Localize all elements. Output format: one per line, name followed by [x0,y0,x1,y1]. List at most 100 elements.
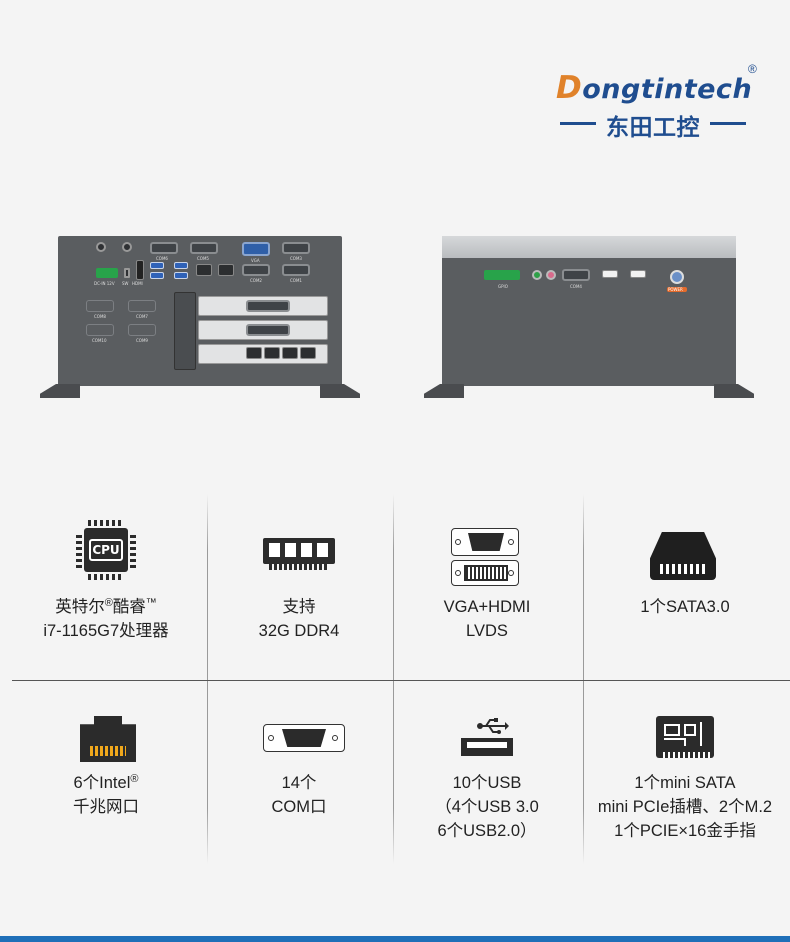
card-bracket-icon [174,292,196,370]
network-count: 6个Intel [73,774,131,792]
screw [455,539,461,545]
label-com1: COM1 [290,278,302,283]
device-chassis [442,236,736,386]
mounting-foot-left [40,384,80,398]
label-com2: COM2 [250,278,262,283]
card-contacts [660,752,710,758]
logo-chinese-row: 东田工控 [560,108,746,141]
logo-left-rule [560,122,596,125]
db25-port-icon [246,300,290,312]
feature-usb-line1: 10个USB [452,774,522,792]
ram-chip [285,543,296,557]
trademark: ™ [145,597,157,609]
dvi-connector [451,560,519,586]
cpu-pins-right [130,532,136,568]
logo-chinese: 东田工控 [606,115,700,141]
vga-connector [451,528,519,556]
feature-expansion: 1个mini SATA mini PCIe插槽、2个M.2 1个PCIE×16金… [587,714,783,854]
logo-registered-mark: ® [748,62,757,76]
vga-port-icon [242,242,270,256]
mounting-foot-right [714,384,754,398]
label-gpio: GPIO [498,284,508,289]
feature-usb-line2: （4个USB 3.0 [435,798,539,816]
drive-contacts [660,564,706,574]
db25-port-icon [246,324,290,336]
feature-expansion-line3: 1个PCIE×16金手指 [614,822,756,840]
antenna-port-icon [96,242,106,252]
label-com6: COM6 [156,256,168,261]
lan-port-icon [218,264,234,276]
mounting-foot-right [320,384,360,398]
usb-port-icon [602,270,618,278]
screw [332,735,338,741]
mounting-foot-left [424,384,464,398]
feature-expansion-line1: 1个mini SATA [634,774,736,792]
feature-usb: 10个USB （4个USB 3.0 6个USB2.0） [389,714,585,854]
label-sw: SW [122,281,129,286]
feature-usb-line3: 6个USB2.0） [437,822,537,840]
usb-port-slot [467,742,507,748]
label-com7: COM7 [136,314,148,319]
usb-port-icon [174,262,188,269]
lan-port-icon [196,264,212,276]
mic-in-icon [546,270,556,280]
registered-mark: ® [104,597,113,609]
ram-chip [269,543,280,557]
label-com5: COM5 [197,256,209,261]
label-com8: COM8 [94,314,106,319]
usb-icon [461,718,513,758]
com8-knockout-icon [86,300,114,312]
usb-port-icon [174,272,188,279]
cpu-series: 酷睿 [112,598,146,616]
usb-symbol [477,718,509,734]
feature-grid: CPU 英特尔®酷睿™ i7-1165G7处理器 支持 32G DDR4 [0,494,790,864]
card-trace [664,738,686,746]
ram-contacts [269,564,329,570]
gpio-terminal-icon [484,270,520,280]
lan-port-icon [264,347,280,359]
label-com10: COM10 [92,338,107,343]
card-chip [684,724,696,736]
feature-memory-line1: 支持 [282,598,316,616]
feature-cpu: CPU 英特尔®酷睿™ i7-1165G7处理器 [8,520,204,670]
vga-shell [468,533,504,551]
hdmi-port-icon [136,260,144,280]
vga-hdmi-connector-icon [451,528,519,590]
feature-cpu-line2: i7-1165G7处理器 [43,622,169,640]
feature-sata: 1个SATA3.0 [587,520,783,670]
com10-knockout-icon [86,324,114,336]
feature-memory: 支持 32G DDR4 [201,520,397,670]
device-top-cover [442,236,736,258]
serial-port-icon [263,724,345,752]
cpu-pins-left [76,532,82,568]
com1-port-icon [282,264,310,276]
screw [268,735,274,741]
logo-right-rule [710,122,746,125]
com7-knockout-icon [128,300,156,312]
feature-serial-line2: COM口 [271,798,327,816]
feature-memory-line2: 32G DDR4 [258,622,340,640]
feature-expansion-line2: mini PCIe插槽、2个M.2 [597,798,773,816]
feature-network-line2: 千兆网口 [73,798,139,816]
grid-divider [583,494,584,864]
com6-port-icon [150,242,178,254]
screw [455,570,461,576]
rj45-icon [80,716,136,762]
com4-port-icon [562,269,590,281]
power-label-tag-icon [667,287,687,292]
usb-port-icon [150,262,164,269]
ram-icon [263,530,335,572]
registered-mark: ® [130,773,139,785]
grid-divider [207,494,208,864]
cpu-chip: CPU [84,528,128,572]
card-trace [700,722,708,746]
label-com9: COM9 [136,338,148,343]
com2-port-icon [242,264,270,276]
cpu-pins-top [88,520,124,526]
feature-serial: 14个 COM口 [201,714,397,854]
ram-module [263,538,335,564]
antenna-port-icon [122,242,132,252]
screw [508,570,514,576]
cpu-text: CPU [89,539,123,561]
feature-display-line1: VGA+HDMI [443,598,531,616]
